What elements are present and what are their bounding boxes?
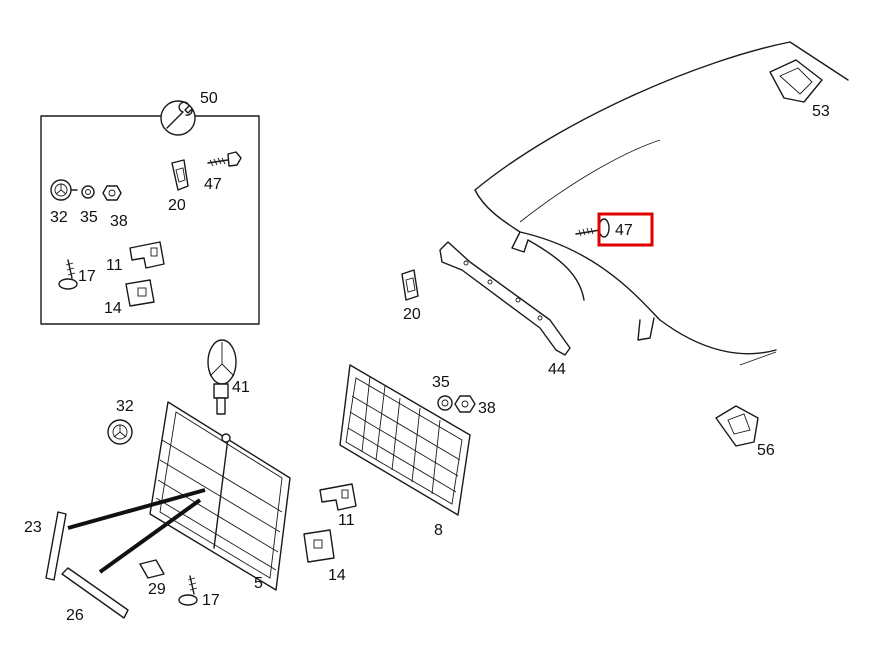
self-tapping-screw-lower [178, 575, 198, 606]
callout-41: 41 [232, 379, 250, 396]
callout-17: 17 [202, 592, 220, 609]
callout-26: 26 [66, 607, 84, 624]
callout-14: 14 [328, 567, 346, 584]
hood-bolt [575, 218, 610, 238]
spring-clip-mid [401, 269, 419, 301]
nut-mid [454, 395, 476, 413]
callout-47-highlighted: 47 [615, 222, 633, 239]
nut [102, 185, 122, 201]
callout-17-kit: 17 [78, 268, 96, 285]
callout-50: 50 [200, 90, 218, 107]
callout-38: 38 [478, 400, 496, 417]
hex-bolt [207, 151, 242, 167]
side-trim-strip [45, 511, 67, 581]
grille-emblem-badge [107, 419, 133, 445]
callout-11-kit: 11 [106, 257, 123, 274]
callout-35: 35 [432, 374, 450, 391]
callout-5: 5 [254, 575, 263, 592]
bracket [129, 241, 165, 269]
callout-23: 23 [24, 519, 42, 536]
highlight-box [597, 212, 654, 247]
trim-clip [139, 559, 165, 579]
callout-53: 53 [812, 103, 830, 120]
callout-labels: 50 47 32 35 38 20 11 17 14 47 53 20 44 4… [24, 90, 830, 624]
hood-star-emblem [207, 339, 237, 415]
wrench-icon [160, 100, 196, 136]
callout-32: 32 [116, 398, 134, 415]
spring-clip [171, 159, 189, 191]
callout-47-kit: 47 [204, 176, 222, 193]
kit-box [40, 100, 260, 325]
callout-14-kit: 14 [104, 300, 122, 317]
callout-38-kit: 38 [110, 213, 128, 230]
hood [474, 41, 849, 366]
hood-bumper-pad [769, 59, 823, 103]
callout-44: 44 [548, 361, 566, 378]
radiator-grille-shell [149, 401, 291, 591]
callout-11: 11 [338, 512, 355, 529]
callout-56: 56 [757, 442, 775, 459]
emblem-badge-small [50, 179, 78, 201]
bracket-angled-mid [303, 529, 335, 563]
hood-latch-bracket [715, 405, 759, 447]
self-tapping-screw [58, 259, 78, 290]
callout-20: 20 [403, 306, 421, 323]
bracket-angled [125, 279, 155, 307]
washer-mid [437, 395, 453, 411]
lower-trim-strip [61, 567, 129, 619]
grille-seal-strip [439, 241, 571, 356]
pointer-lines [67, 488, 206, 574]
washer [81, 185, 95, 199]
callout-32-kit: 32 [50, 209, 68, 226]
callout-8: 8 [434, 522, 443, 539]
callout-29: 29 [148, 581, 166, 598]
callout-35-kit: 35 [80, 209, 98, 226]
callout-20-kit: 20 [168, 197, 186, 214]
bracket-mid [319, 483, 357, 511]
grille-insert [339, 364, 471, 516]
